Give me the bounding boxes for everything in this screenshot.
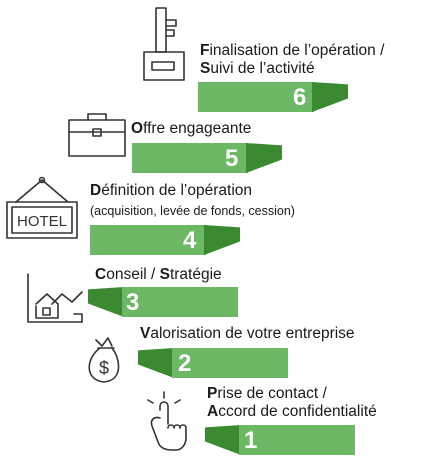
money-bag-icon: $ [80, 332, 128, 386]
step-4-subtitle: (acquisition, levée de fonds, cession) [90, 204, 295, 218]
step-3-title: Conseil / Stratégie [95, 266, 222, 283]
step-4-title: Définition de l’opération [90, 182, 253, 199]
step-6-bar [198, 82, 314, 112]
step-6-number: 6 [293, 84, 307, 111]
briefcase-icon [66, 110, 128, 160]
step-1-bar [239, 425, 355, 455]
step-3-bar [122, 287, 238, 317]
step-3-bar-tab [88, 287, 124, 317]
key-icon [138, 6, 194, 86]
hotel-sign-icon: HOTEL [4, 176, 80, 242]
step-6-title: Finalisation de l’opération / Suivi de l… [200, 42, 385, 77]
money-bag-symbol: $ [99, 358, 109, 378]
step-2-bar-tab [138, 348, 174, 378]
step-5-title: Offre engageante [131, 120, 252, 137]
step-5-number: 5 [225, 145, 239, 172]
step-4-number: 4 [183, 227, 197, 254]
step-1-bar-tab [205, 425, 241, 455]
step-4-bar [90, 225, 206, 255]
step-2-title: Valorisation de votre entreprise [140, 325, 355, 342]
step-2-bar [172, 348, 288, 378]
step-1-title: Prise de contact / Accord de confidentia… [207, 385, 377, 420]
house-chart-icon [22, 270, 86, 326]
step-1-number: 1 [244, 427, 258, 454]
step-6-bar-tab [312, 82, 348, 112]
step-4-bar-tab [204, 225, 240, 255]
step-3-number: 3 [126, 289, 140, 316]
step-5-bar [132, 143, 248, 173]
step-5-bar-tab [246, 143, 282, 173]
step-2-number: 2 [178, 350, 192, 377]
pointing-hand-icon [142, 390, 194, 456]
hotel-sign-text: HOTEL [17, 213, 67, 230]
